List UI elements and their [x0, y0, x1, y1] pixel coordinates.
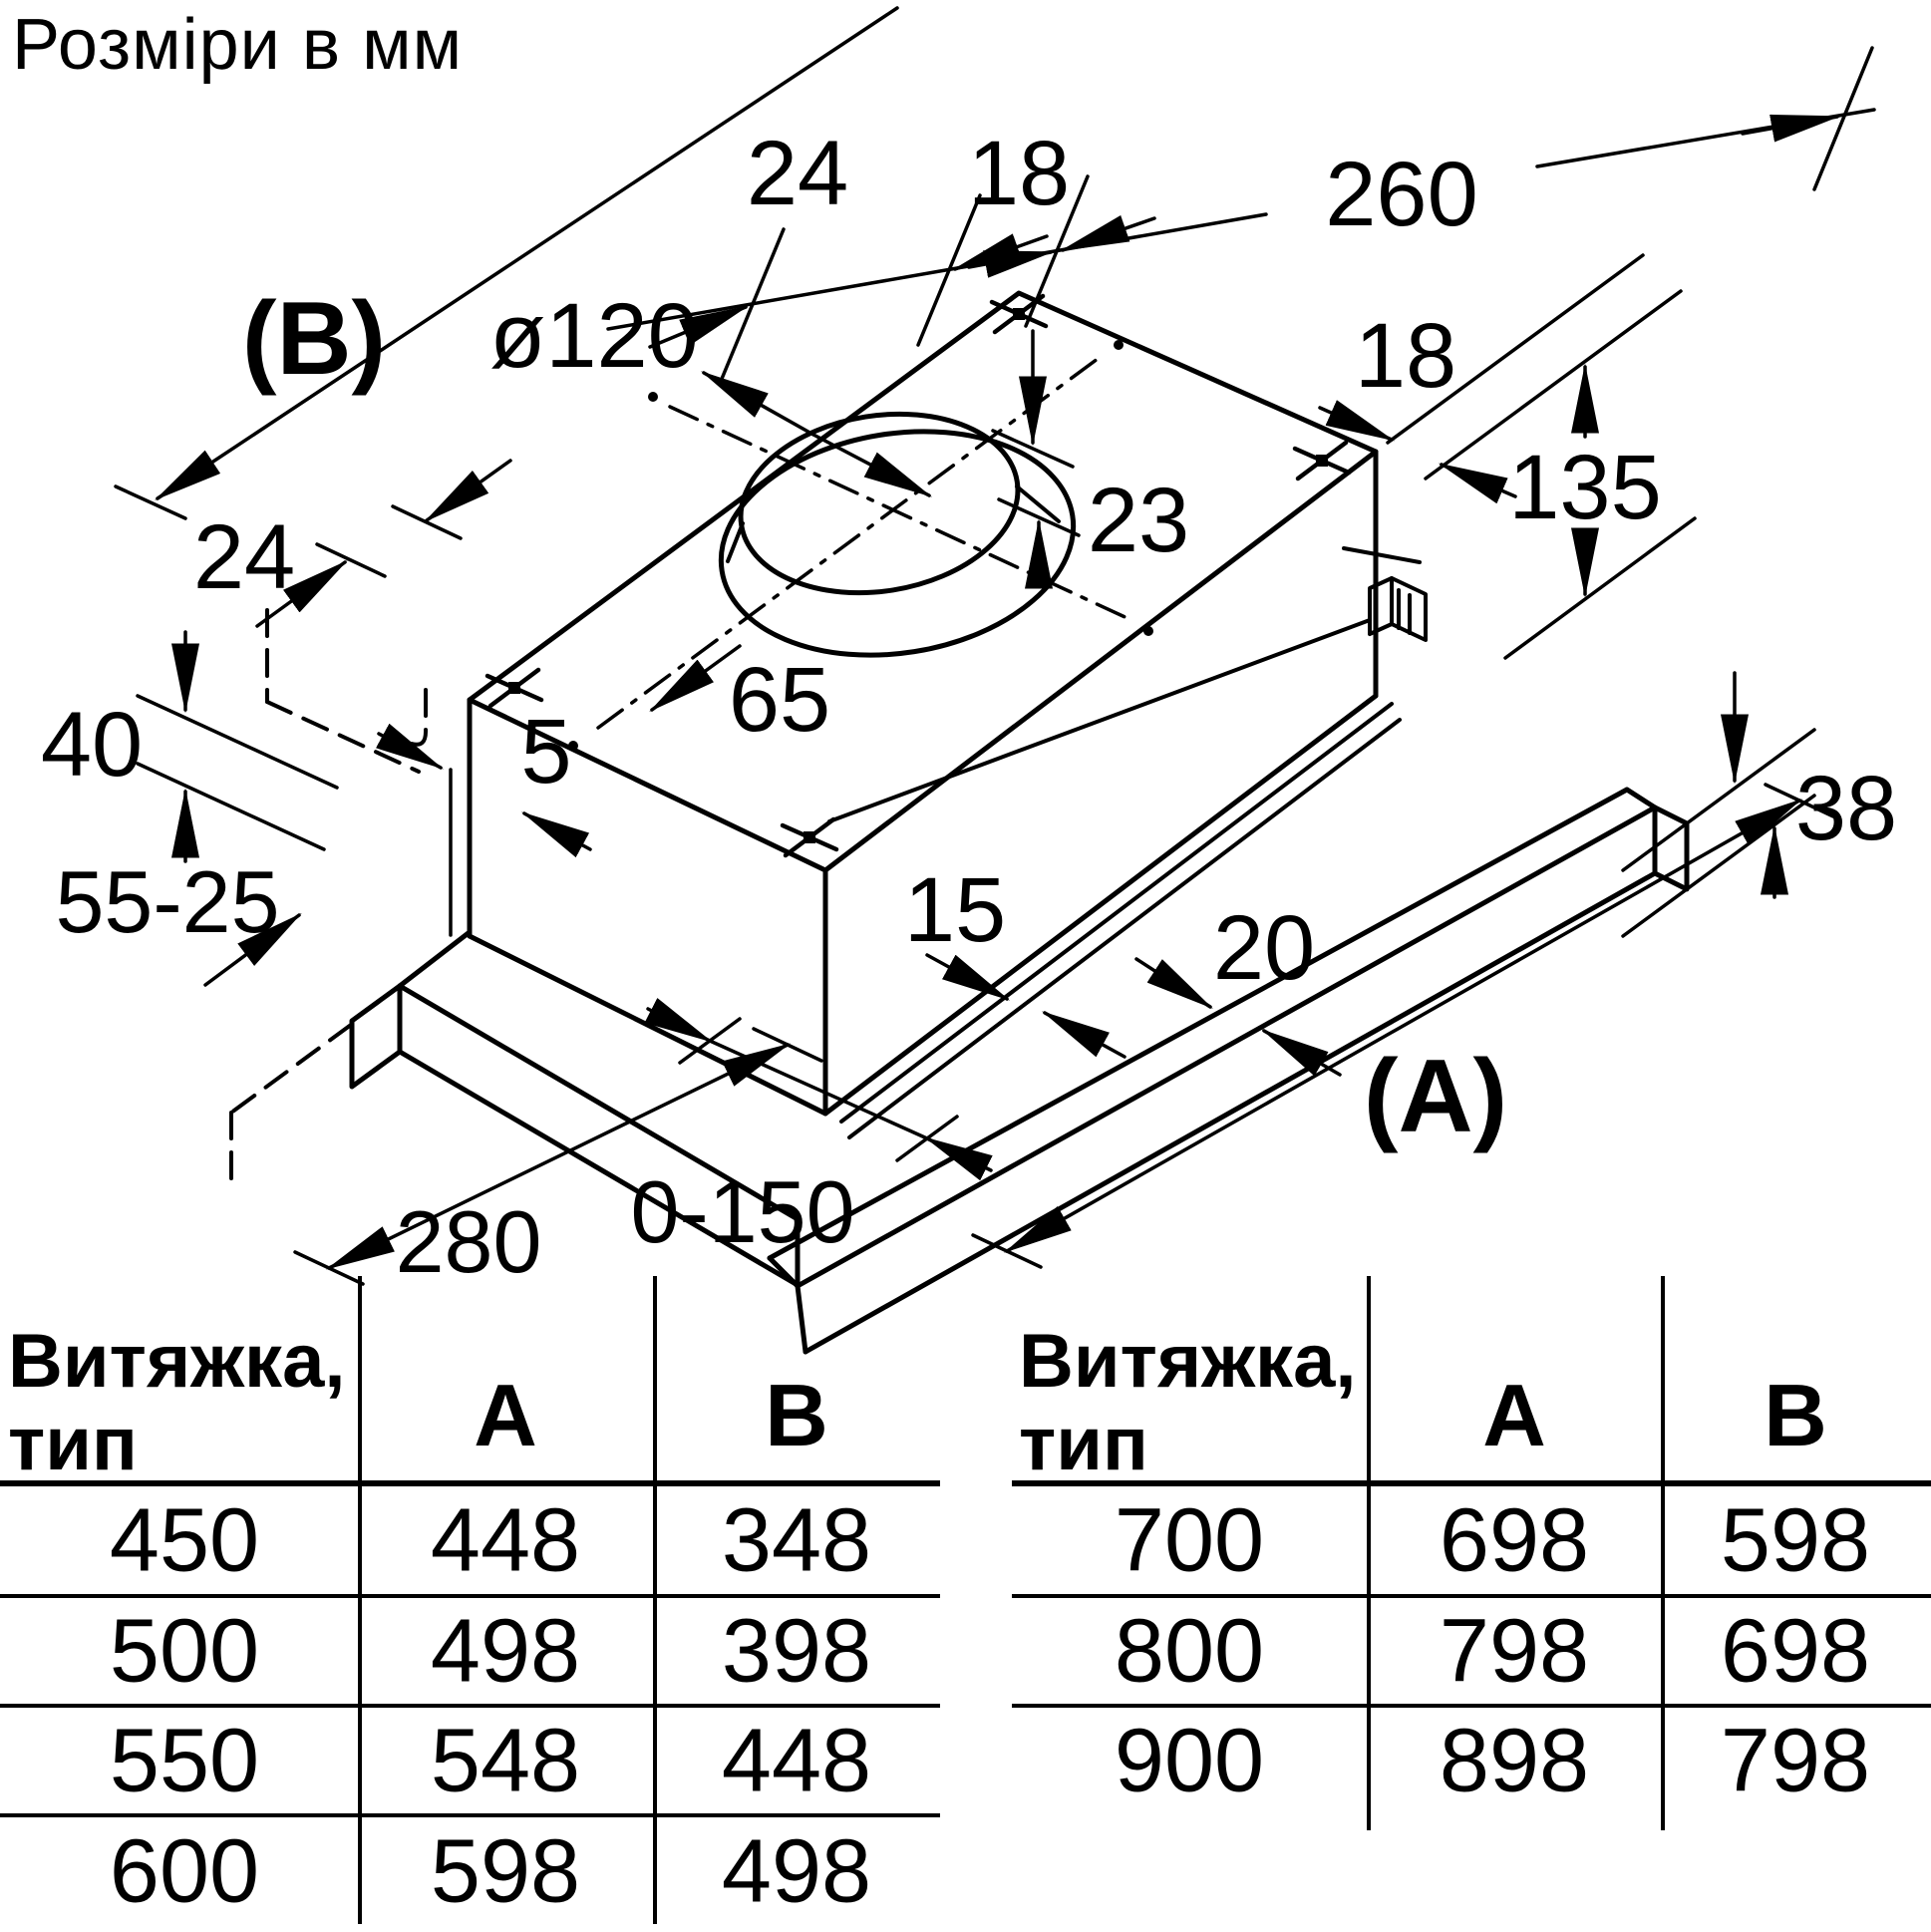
table-right-row-rule-2: [1012, 1704, 1931, 1708]
rail-bracket: [827, 546, 1428, 823]
table-cell: 398: [721, 1601, 872, 1702]
table-cell: 448: [721, 1711, 872, 1811]
duct-center-lines: [596, 354, 1133, 730]
dimension-labels: (B) 24 18 260 18 135 ø120 23 65 24 5 40 …: [41, 123, 1897, 1291]
table-cell: 500: [109, 1601, 260, 1702]
table-right-header-b: B: [1764, 1366, 1827, 1464]
label-18-right: 18: [1355, 305, 1456, 407]
table-cell: 900: [1114, 1711, 1265, 1811]
table-cell: 548: [430, 1711, 581, 1811]
table-right-header-type-1: Витяжка,: [1019, 1319, 1357, 1404]
table-cell: 798: [1720, 1711, 1871, 1811]
label-20: 20: [1213, 897, 1315, 999]
center-line-dots: [568, 340, 1153, 751]
label-5: 5: [520, 701, 571, 803]
label-65: 65: [729, 649, 830, 751]
table-cell: 698: [1439, 1490, 1590, 1591]
table-left-header-b: B: [765, 1366, 828, 1464]
dimension-arrows: [155, 6, 1841, 1270]
duct-flange: [718, 411, 1077, 658]
label-0-150: 0-150: [630, 1162, 854, 1261]
table-left-row-rule-2: [0, 1704, 940, 1708]
table-cell: 798: [1439, 1601, 1590, 1702]
page-title: Розміри в мм: [12, 5, 464, 85]
table-left-col-line-1: [358, 1276, 362, 1924]
label-40: 40: [41, 694, 143, 796]
table-cell: 498: [721, 1821, 872, 1922]
table-cell: 448: [430, 1490, 581, 1591]
label-15: 15: [904, 859, 1006, 961]
label-18-top: 18: [968, 123, 1070, 224]
table-left-row-rule-1: [0, 1594, 940, 1598]
label-ref-b: (B): [242, 281, 386, 397]
label-135: 135: [1508, 437, 1662, 538]
table-left-header-a: A: [474, 1366, 537, 1464]
table-right-header-a: A: [1482, 1366, 1546, 1464]
label-24-top: 24: [747, 123, 848, 224]
label-24-left: 24: [193, 506, 295, 608]
label-55-25: 55-25: [55, 852, 279, 951]
label-diameter: ø120: [489, 285, 699, 387]
table-cell: 698: [1720, 1601, 1871, 1702]
table-cell: 598: [430, 1821, 581, 1922]
table-right-row-rule-1: [1012, 1594, 1931, 1598]
table-cell: 348: [721, 1490, 872, 1591]
table-left-row-rule-3: [0, 1813, 940, 1817]
table-cell: 450: [109, 1490, 260, 1591]
label-260: 260: [1325, 144, 1478, 245]
table-cell: 800: [1114, 1601, 1265, 1702]
table-left-header-rule: [0, 1480, 940, 1486]
table-cell: 550: [109, 1711, 260, 1811]
table-cell: 598: [1720, 1490, 1871, 1591]
mounting-cross-marks: [484, 293, 1352, 858]
table-right-header-type-2: тип: [1019, 1402, 1148, 1486]
table-left-col-line-2: [653, 1276, 657, 1924]
table-cell: 898: [1439, 1711, 1590, 1811]
label-ref-a: (A): [1364, 1039, 1507, 1154]
table-cell: 600: [109, 1821, 260, 1922]
table-left-header-type-2: тип: [8, 1402, 138, 1486]
table-right-header-rule: [1012, 1480, 1931, 1486]
table-cell: 700: [1114, 1490, 1265, 1591]
dimension-lines: [114, 46, 1876, 1286]
label-38: 38: [1795, 758, 1897, 859]
table-right-col-line-2: [1661, 1276, 1665, 1830]
table-left-header-type-1: Витяжка,: [8, 1319, 346, 1404]
table-cell: 498: [430, 1601, 581, 1702]
label-280: 280: [396, 1192, 542, 1291]
label-23: 23: [1088, 470, 1189, 571]
table-right-col-line-1: [1367, 1276, 1371, 1830]
